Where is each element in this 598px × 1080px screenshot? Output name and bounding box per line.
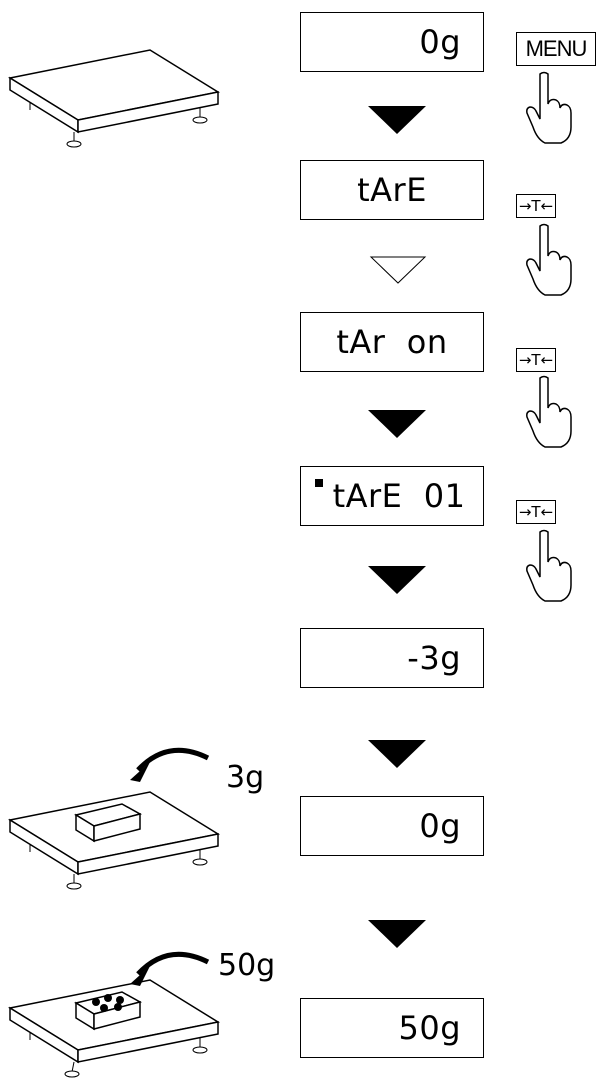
display-step-7: 50g <box>300 998 484 1058</box>
display-step-1: 0g <box>300 12 484 72</box>
hand-press-icon <box>526 223 572 296</box>
down-arrow-icon <box>368 106 426 134</box>
hand-press-icon <box>526 529 572 602</box>
scale-with-weights-icon <box>7 951 221 1078</box>
display-step-4: tArE 01 <box>300 466 484 526</box>
hand-press-icon <box>526 71 572 144</box>
sample-weight-label: 50g <box>218 948 276 983</box>
down-arrow-outline-icon <box>369 256 427 284</box>
display-step-2: tArE <box>300 160 484 220</box>
display-step-6: 0g <box>300 796 484 856</box>
down-arrow-icon <box>368 566 426 594</box>
hand-press-icon <box>526 375 572 448</box>
stability-marker-icon <box>315 479 323 487</box>
tare-button[interactable]: →T← <box>516 194 556 218</box>
down-arrow-icon <box>368 920 426 948</box>
down-arrow-icon <box>368 410 426 438</box>
scale-platform-icon <box>7 49 221 148</box>
tare-button[interactable]: →T← <box>516 348 556 372</box>
down-arrow-icon <box>368 740 426 768</box>
menu-button[interactable]: MENU <box>516 32 596 66</box>
scale-with-container-icon <box>7 747 221 890</box>
display-step-4-text: tArE 01 <box>332 477 466 515</box>
container-weight-label: 3g <box>226 760 265 795</box>
display-step-3: tAr on <box>300 312 484 372</box>
tare-button[interactable]: →T← <box>516 500 556 524</box>
display-step-5: -3g <box>300 628 484 688</box>
